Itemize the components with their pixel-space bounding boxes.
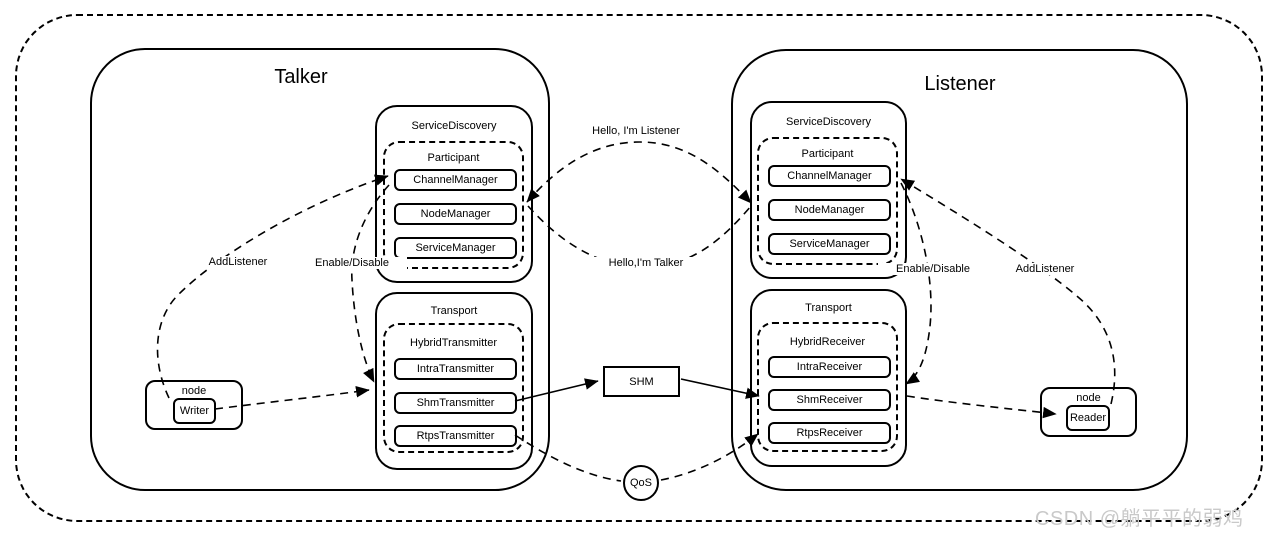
talker-writer-box: Writer	[173, 398, 216, 424]
shm-box: SHM	[603, 366, 680, 397]
listener-intra-receiver-box: IntraReceiver	[768, 356, 891, 378]
listener-hybrid-receiver-group: HybridReceiver IntraReceiver ShmReceiver…	[757, 322, 898, 452]
listener-participant-label: Participant	[801, 148, 854, 160]
talker-channel-manager-box: ChannelManager	[394, 169, 517, 191]
talker-container	[90, 48, 550, 491]
talker-node-box: node Writer	[145, 380, 243, 430]
listener-shm-receiver-box: ShmReceiver	[768, 389, 891, 411]
talker-hybrid-transmitter-group: HybridTransmitter IntraTransmitter ShmTr…	[383, 323, 524, 453]
listener-rtps-receiver-box: RtpsReceiver	[768, 422, 891, 444]
talker-node-label: node	[181, 385, 207, 397]
talker-title: Talker	[274, 66, 328, 88]
listener-node-manager-box: NodeManager	[768, 199, 891, 221]
qos-circle: QoS	[623, 465, 659, 501]
listener-participant-group: Participant ChannelManager NodeManager S…	[757, 137, 898, 265]
watermark-text: CSDN @躺平平的弱鸡	[1035, 508, 1244, 530]
talker-node-manager-box: NodeManager	[394, 203, 517, 225]
talker-participant-group: Participant ChannelManager NodeManager S…	[383, 141, 524, 269]
listener-title: Listener	[924, 73, 996, 95]
talker-transport-label: Transport	[430, 305, 478, 317]
listener-container	[731, 49, 1188, 491]
listener-hybrid-receiver-label: HybridReceiver	[789, 336, 866, 348]
talker-intra-transmitter-box: IntraTransmitter	[394, 358, 517, 380]
talker-shm-transmitter-box: ShmTransmitter	[394, 392, 517, 414]
enable-disable-talker-label: Enable/Disable	[297, 257, 407, 269]
talker-participant-label: Participant	[427, 152, 480, 164]
talker-service-discovery-label: ServiceDiscovery	[411, 120, 497, 132]
enable-disable-listener-label: Enable/Disable	[878, 263, 988, 275]
listener-node-box: node Reader	[1040, 387, 1137, 437]
listener-channel-manager-box: ChannelManager	[768, 165, 891, 187]
talker-hybrid-transmitter-label: HybridTransmitter	[410, 337, 497, 349]
addlistener-talker-label: AddListener	[183, 256, 293, 268]
listener-service-discovery-label: ServiceDiscovery	[786, 116, 871, 128]
hello-talker-label: Hello,I'm Talker	[571, 257, 721, 269]
addlistener-listener-label: AddListener	[990, 263, 1100, 275]
talker-rtps-transmitter-box: RtpsTransmitter	[394, 425, 517, 447]
listener-reader-box: Reader	[1066, 405, 1110, 431]
listener-node-label: node	[1076, 392, 1101, 404]
listener-transport-label: Transport	[805, 302, 852, 314]
hello-listener-label: Hello, I'm Listener	[560, 125, 712, 137]
listener-service-manager-box: ServiceManager	[768, 233, 891, 255]
system-boundary	[15, 14, 1263, 522]
talker-service-manager-box: ServiceManager	[394, 237, 517, 259]
